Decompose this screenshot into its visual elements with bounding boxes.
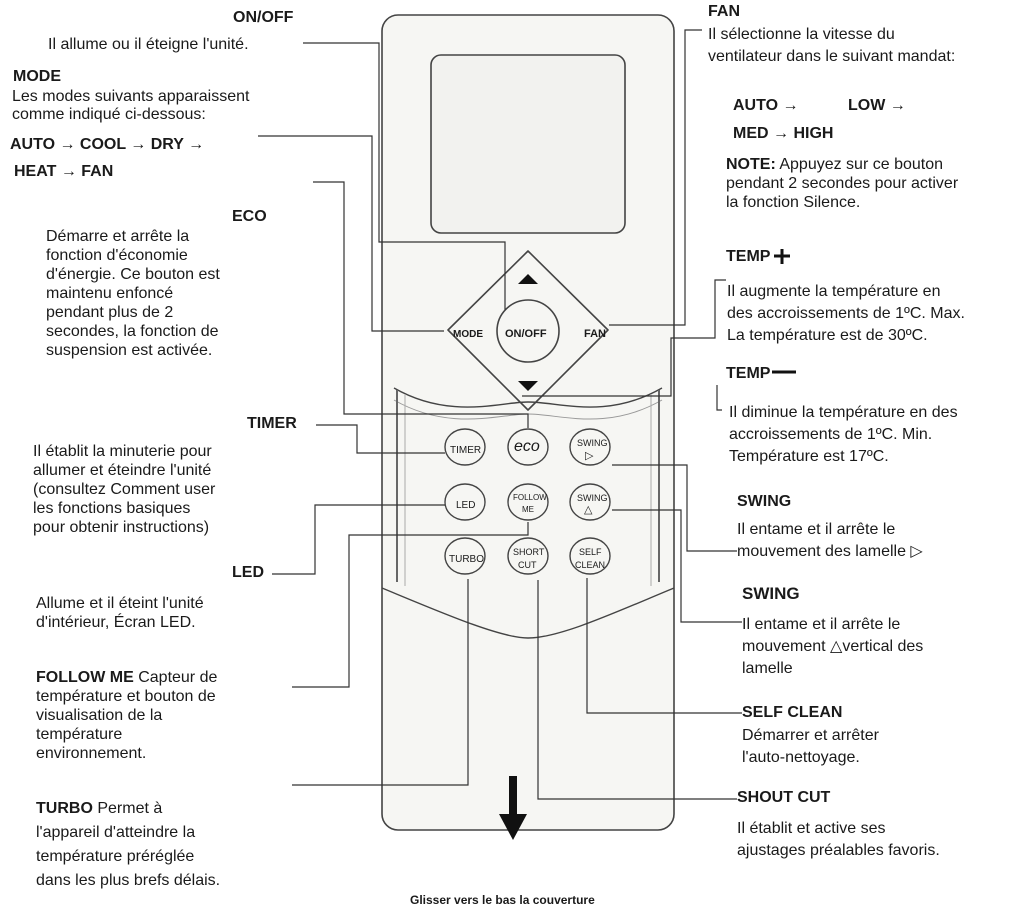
mode-sequence-2: HEAT → FAN	[14, 162, 113, 181]
led-button[interactable]: LED	[456, 496, 475, 515]
onoff-button[interactable]: ON/OFF	[505, 325, 547, 344]
fan-desc: Il sélectionne la vitesse du ventilateur…	[708, 24, 955, 68]
temp-up-desc: Il augmente la température en des accroi…	[727, 281, 965, 347]
temp-up-title: TEMP	[726, 247, 770, 266]
mode-desc-2: comme indiqué ci-dessous:	[12, 105, 206, 124]
follow-me-button-line2: ME	[522, 500, 534, 519]
swing-2-desc: Il entame et il arrête le mouvement △ver…	[742, 614, 923, 680]
eco-button[interactable]: eco	[514, 437, 540, 456]
swing-1-desc: Il entame et il arrête le mouvement des …	[737, 519, 923, 563]
mode-button[interactable]: MODE	[453, 325, 483, 344]
turbo-desc: TURBO Permet à l'appareil d'atteindre la…	[36, 797, 220, 893]
temp-down-desc: Il diminue la température en des accrois…	[729, 402, 958, 468]
swing-vertical-small-icon: △	[830, 638, 842, 655]
shortcut-desc: Il établit et active ses ajustages préal…	[737, 818, 940, 862]
fan-sequence-1a: AUTO →	[733, 96, 798, 115]
swing-vertical-icon: △	[584, 501, 592, 520]
plus-icon	[774, 249, 790, 264]
turbo-button[interactable]: TURBO	[449, 550, 484, 569]
swing-1-title: SWING	[737, 492, 791, 511]
self-clean-title: SELF CLEAN	[742, 703, 842, 722]
fan-button[interactable]: FAN	[584, 325, 606, 344]
swing-horizontal-icon: ▷	[585, 447, 593, 466]
self-clean-desc: Démarrer et arrêter l'auto-nettoyage.	[742, 725, 879, 769]
led-title: LED	[232, 563, 264, 582]
swing-horizontal-small-icon: ▷	[910, 543, 922, 560]
remote-screen	[431, 55, 625, 233]
fan-sequence-2: MED → HIGH	[733, 124, 833, 143]
onoff-title: ON/OFF	[233, 8, 293, 27]
fan-sequence-1b: LOW →	[848, 96, 906, 115]
mode-title: MODE	[13, 67, 61, 86]
temp-down-title: TEMP	[726, 364, 770, 383]
mode-desc-1: Les modes suivants apparaissent	[12, 87, 249, 106]
fan-title: FAN	[708, 2, 740, 21]
swing-2-title: SWING	[742, 584, 800, 603]
eco-title: ECO	[232, 207, 267, 226]
fan-note: NOTE: Appuyez sur ce bouton pendant 2 se…	[726, 155, 1026, 212]
follow-me-desc: FOLLOW ME Capteur de température et bout…	[36, 668, 217, 763]
footer-caption: Glisser vers le bas la couverture	[410, 891, 595, 910]
onoff-desc: Il allume ou il éteigne l'unité.	[48, 35, 249, 54]
eco-desc: Démarre et arrête la fonction d'économie…	[46, 227, 220, 360]
led-desc: Allume et il éteint l'unité d'intérieur,…	[36, 594, 204, 632]
timer-button[interactable]: TIMER	[450, 441, 481, 460]
timer-desc: Il établit la minuterie pour allumer et …	[33, 442, 215, 537]
shortcut-title: SHOUT CUT	[737, 788, 830, 807]
timer-title: TIMER	[247, 414, 297, 433]
shortcut-button-line2: CUT	[518, 556, 537, 575]
mode-sequence-1: AUTO → COOL → DRY →	[10, 135, 204, 154]
self-clean-button-line2: CLEAN	[575, 556, 605, 575]
